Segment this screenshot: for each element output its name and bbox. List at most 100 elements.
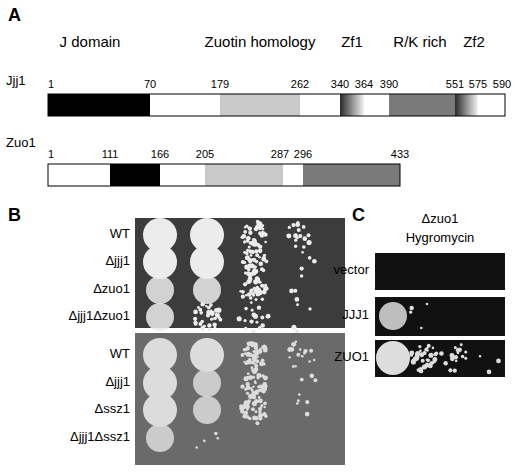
yeast-colony [409,350,414,355]
yeast-colony [287,348,291,352]
yeast-colony [247,399,251,403]
yeast-colony [260,267,264,271]
bar-outline [48,94,505,116]
yeast-spot [193,369,221,397]
yeast-colony [263,254,266,257]
yeast-colony [207,306,211,310]
yeast-colony [305,412,310,417]
yeast-colony [248,394,253,399]
agar-plate [135,333,345,465]
yeast-spot [376,341,410,375]
yeast-colony [241,260,245,264]
yeast-colony [247,372,250,375]
domain-name: Zf2 [463,34,485,51]
yeast-colony [251,309,254,312]
yeast-colony [240,353,244,357]
yeast-colony [309,374,314,379]
yeast-colony [243,319,246,322]
yeast-colony [249,290,252,293]
domain-name: Zf1 [341,34,363,51]
residue-number: 166 [151,148,169,160]
domain-segment [48,94,150,116]
yeast-colony [217,437,220,440]
yeast-colony [300,378,304,382]
panel-letter: C [352,206,365,226]
yeast-colony [263,362,266,365]
yeast-colony [252,268,256,272]
yeast-colony [303,351,306,354]
yeast-colony [246,408,248,410]
strain-label: Δzuo1 [422,212,459,226]
yeast-colony [254,298,257,301]
strain-label: WT [110,347,130,361]
domain-segment [205,164,283,186]
yeast-colony [246,376,248,378]
yeast-colony [193,317,197,321]
yeast-colony [239,404,243,408]
yeast-colony [295,297,300,302]
residue-number: 1 [48,78,54,90]
yeast-colony [305,400,309,404]
yeast-colony [214,308,219,313]
domain-bars [48,94,505,186]
yeast-spot [190,338,224,372]
strain-label: Δjjj1 [105,254,130,268]
yeast-colony [479,355,481,357]
yeast-colony [255,410,258,413]
yeast-spot [193,396,221,424]
yeast-colony [244,327,247,330]
yeast-colony [248,227,252,231]
yeast-colony [256,377,259,380]
yeast-colony [252,242,257,247]
strain-label: Δssz1 [95,402,130,416]
residue-number: 205 [196,148,214,160]
yeast-colony [249,353,253,357]
yeast-colony [253,279,258,284]
yeast-colony [426,359,430,363]
yeast-colony [294,245,297,248]
yeast-colony [286,233,291,238]
yeast-colony [214,326,217,329]
yeast-colony [461,355,465,359]
yeast-colony [251,292,254,295]
spot-plates [135,218,505,465]
yeast-colony [434,352,438,356]
yeast-colony [302,225,306,229]
yeast-colony [249,296,253,300]
yeast-colony [261,359,265,363]
yeast-colony [253,287,256,290]
yeast-colony [194,322,197,325]
yeast-colony [303,236,308,241]
yeast-colony [195,446,197,448]
yeast-colony [246,236,251,241]
yeast-colony [302,245,306,249]
yeast-colony [291,223,295,227]
residue-number: 364 [355,78,373,90]
yeast-colony [297,399,300,402]
yeast-colony [247,341,252,346]
yeast-colony [427,346,429,348]
yeast-colony [246,249,249,252]
plate-background [375,297,505,336]
yeast-colony [262,382,267,387]
yeast-colony [301,355,304,358]
plate-background [375,340,505,377]
yeast-colony [455,360,458,363]
yeast-colony [496,359,501,364]
residue-number: 287 [271,148,289,160]
domain-segment [110,164,160,186]
yeast-colony [296,237,299,240]
yeast-colony [248,376,252,380]
yeast-colony [457,348,462,353]
residue-number: 340 [331,78,349,90]
domain-name: J domain [60,34,121,51]
strain-label: WT [110,227,130,241]
residue-number: 575 [469,78,487,90]
yeast-colony [292,365,295,368]
strain-label: Δzuo1 [93,282,130,296]
yeast-colony [261,298,264,301]
yeast-colony [253,353,257,357]
yeast-colony [211,314,213,316]
yeast-colony [258,262,263,267]
yeast-colony [214,432,218,436]
